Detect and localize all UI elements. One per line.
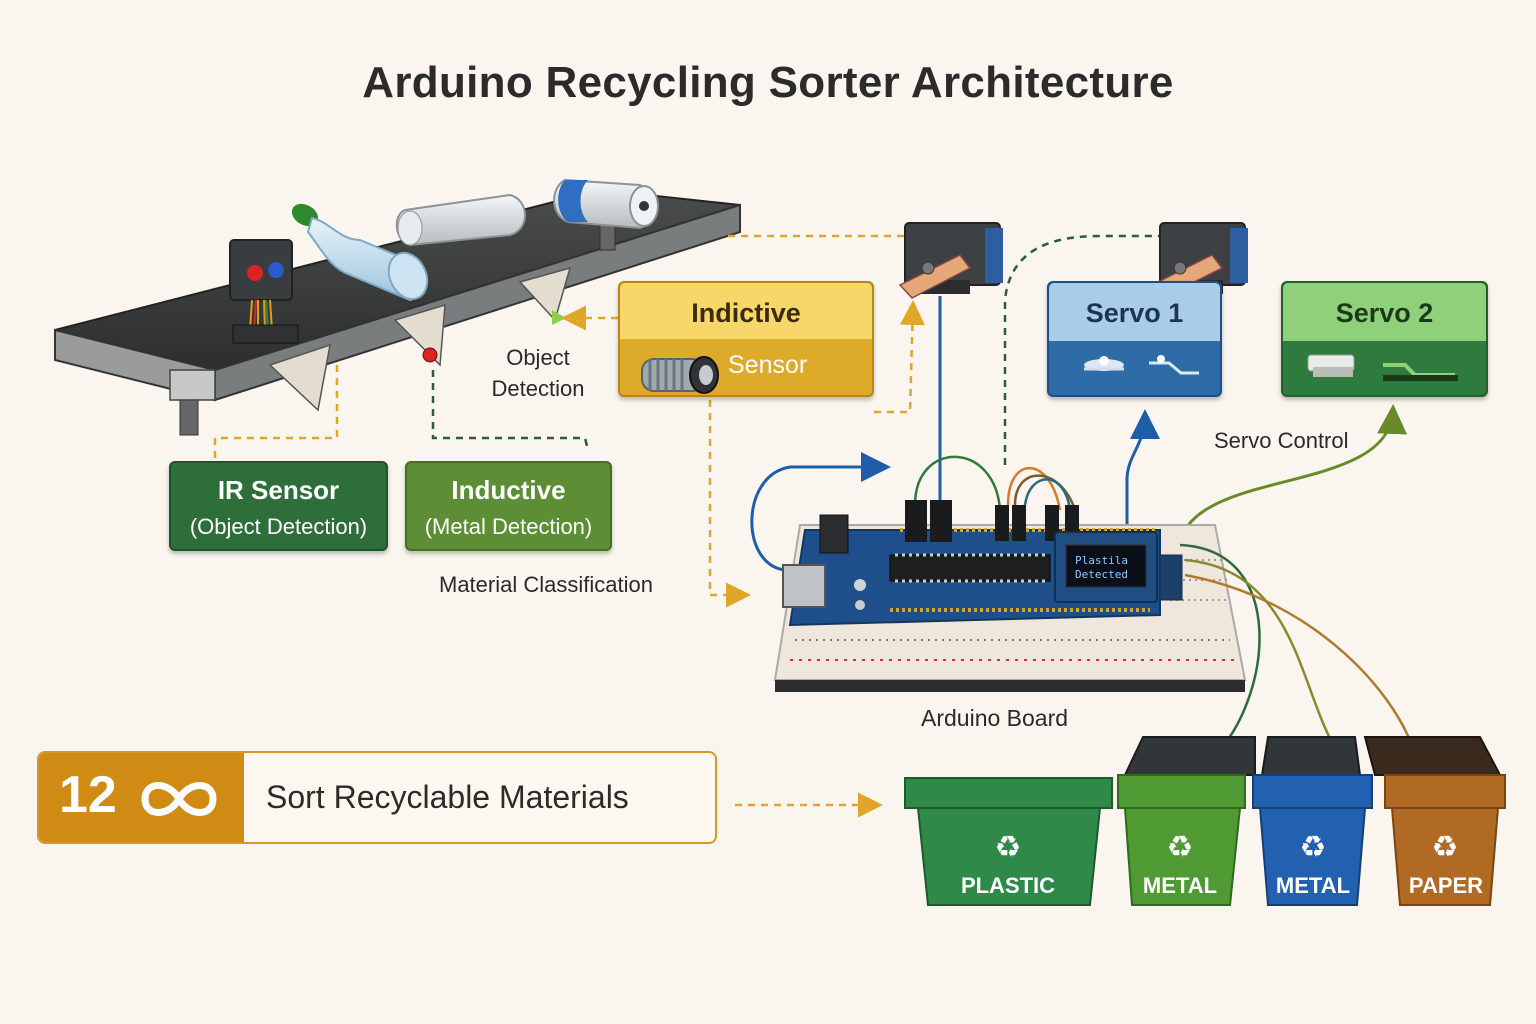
servo2-box: Servo 2 [1281, 281, 1488, 397]
wire-to-servo1-box [1125, 409, 1160, 530]
wire-bin-paper [1184, 573, 1417, 756]
lcd-line2: Detected [1075, 568, 1128, 581]
bin-metal-green [1117, 736, 1256, 906]
inductive-subtitle: (Metal Detection) [424, 514, 593, 539]
material-classification-arrow [708, 400, 751, 608]
inductive-connector [431, 370, 590, 451]
servo1-box: Servo 1 [1047, 281, 1222, 397]
aluminum-can-2 [553, 178, 659, 230]
bin-label-metal: METAL [1276, 873, 1350, 898]
sdg-goal-banner: 12 Sort Recyclable Materials [37, 751, 717, 844]
wire-to-servo2-box [1183, 404, 1408, 531]
object-detection-label: Object Detection [476, 342, 600, 404]
goal-text: Sort Recyclable Materials [266, 779, 629, 815]
ir-sensor-device [229, 239, 299, 344]
arduino-board-label: Arduino Board [921, 705, 1069, 731]
recycle-icon: ♻ [1432, 830, 1459, 865]
bin-paper [1363, 736, 1506, 906]
wire-bin-metal [1184, 558, 1342, 756]
aluminum-can-1 [395, 193, 526, 247]
recycle-icon: ♻ [1300, 830, 1327, 865]
servo1-title: Servo 1 [1049, 283, 1220, 341]
page-title: Arduino Recycling Sorter Architecture [362, 58, 1174, 107]
ir-sensor-box: IR Sensor (Object Detection) [169, 461, 388, 551]
plastic-bottle [291, 203, 429, 302]
sensor-to-servo-arrow [874, 300, 925, 414]
bin-label-plastic: PLASTIC [961, 873, 1055, 898]
inductive-sensor-icon [641, 356, 719, 394]
wire-teal [1023, 478, 1072, 511]
bin-label-metal: METAL [1143, 873, 1217, 898]
bin-label-paper: PAPER [1409, 873, 1483, 898]
goal-badge: 12 [39, 753, 244, 842]
servo2-title: Servo 2 [1283, 283, 1486, 341]
wire-loop-left [750, 452, 891, 572]
ir-connector [213, 365, 339, 458]
lcd-line1: Plastila [1075, 554, 1128, 567]
wire-orange [1006, 466, 1062, 511]
goal-number: 12 [59, 766, 117, 824]
inductive-sensor-subtitle: Sensor [728, 351, 808, 379]
servo-motor-1 [898, 222, 1003, 299]
inductive-sensor-box: Indictive Sensor [618, 281, 874, 397]
recycle-icon: ♻ [995, 830, 1022, 865]
ir-sensor-title: IR Sensor [217, 475, 340, 505]
ir-sensor-subtitle: (Object Detection) [189, 514, 368, 539]
servo2-icon [1307, 354, 1458, 381]
bin-plastic [904, 777, 1113, 906]
object-detection-line2: Detection [491, 376, 585, 401]
object-detection-line1: Object [506, 345, 570, 370]
servo1-icon [1084, 355, 1199, 375]
wire-brown [1013, 474, 1077, 511]
servo1-dashed-link [1003, 234, 1160, 465]
bin-metal-blue [1252, 736, 1373, 906]
wire-bin-plastic [1179, 543, 1261, 756]
inductive-title: Inductive [451, 475, 566, 505]
wire-green [913, 455, 1002, 511]
inductive-sensor-title: Indictive [620, 283, 872, 339]
inductive-box: Inductive (Metal Detection) [405, 461, 612, 551]
servo-control-label: Servo Control [1214, 428, 1349, 453]
infinity-icon [141, 782, 217, 816]
material-classification-label: Material Classification [439, 572, 653, 597]
arduino-board [782, 500, 1183, 627]
recycle-icon: ♻ [1167, 830, 1194, 865]
